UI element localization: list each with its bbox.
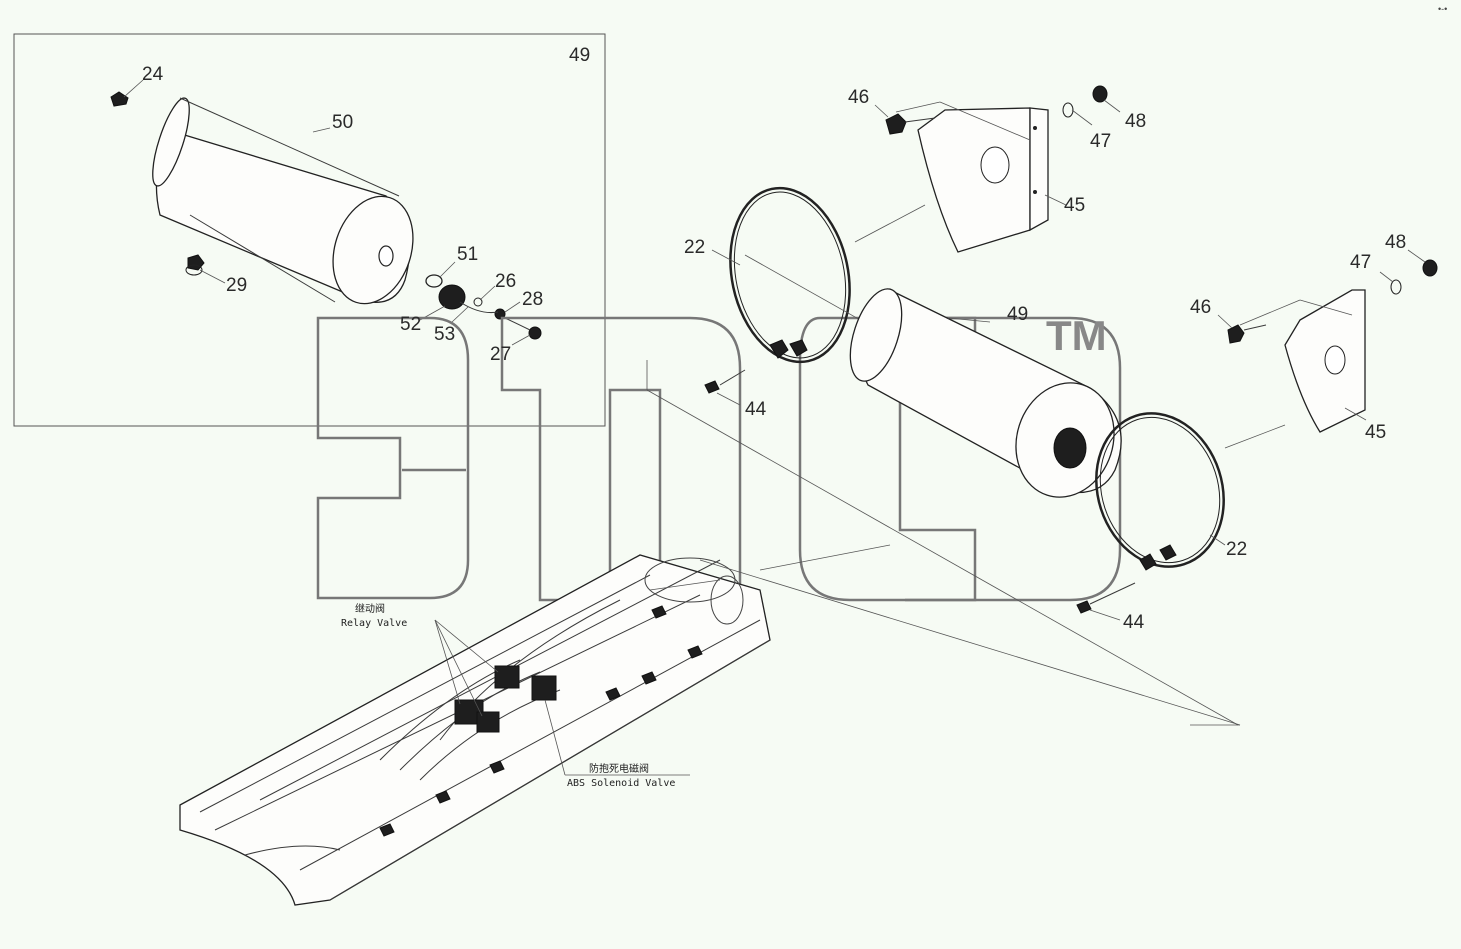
callout-29: 29 bbox=[226, 275, 247, 296]
callout-numbers: 24 50 29 51 26 28 52 53 27 46 47 48 45 2… bbox=[142, 64, 1406, 633]
drain-fittings bbox=[110, 91, 542, 340]
callout-47-lower: 47 bbox=[1350, 252, 1371, 273]
callout-53: 53 bbox=[434, 324, 455, 345]
callout-45-upper: 45 bbox=[1064, 195, 1085, 216]
corner-mark: •-• bbox=[1438, 4, 1447, 14]
inset-label: 49 bbox=[569, 45, 590, 66]
watermark-tm: TM bbox=[1046, 312, 1107, 359]
bracket-upper bbox=[874, 85, 1121, 253]
callout-27: 27 bbox=[490, 344, 511, 365]
frame-clips bbox=[379, 605, 703, 837]
callout-52: 52 bbox=[400, 314, 421, 335]
callout-24: 24 bbox=[142, 64, 164, 85]
callout-22-upper: 22 bbox=[684, 237, 705, 258]
callout-46-upper: 46 bbox=[848, 87, 869, 108]
watermark-logo bbox=[316, 316, 1122, 602]
callout-50: 50 bbox=[332, 112, 353, 133]
abs-valve-label-cn: 防抱死电磁阀 bbox=[589, 762, 649, 775]
bracket-lower bbox=[1217, 249, 1438, 433]
callout-44-upper: 44 bbox=[745, 399, 767, 420]
relay-valve-label-en: Relay Valve bbox=[341, 618, 407, 629]
inset-panel: 49 bbox=[13, 33, 606, 427]
callout-45-lower: 45 bbox=[1365, 422, 1386, 443]
callout-44-lower: 44 bbox=[1123, 612, 1145, 633]
callout-22-lower: 22 bbox=[1226, 539, 1247, 560]
relay-valve-label-cn: 继动阀 bbox=[355, 602, 385, 615]
callout-26: 26 bbox=[495, 271, 516, 292]
callout-51: 51 bbox=[457, 244, 478, 265]
chassis-labels: 继动阀 Relay Valve 防抱死电磁阀 ABS Solenoid Valv… bbox=[341, 602, 675, 789]
relay-valves bbox=[434, 619, 690, 776]
strap-lower bbox=[1076, 412, 1286, 621]
callout-47-upper: 47 bbox=[1090, 131, 1111, 152]
callout-46-lower: 46 bbox=[1190, 297, 1211, 318]
air-tank-main bbox=[849, 288, 1122, 498]
abs-valve-label-en: ABS Solenoid Valve bbox=[567, 778, 675, 789]
callout-49-main: 49 bbox=[1007, 304, 1028, 325]
air-tank-detail bbox=[152, 97, 414, 305]
callout-28: 28 bbox=[522, 289, 543, 310]
callout-48-lower: 48 bbox=[1385, 232, 1406, 253]
callout-48-upper: 48 bbox=[1125, 111, 1146, 132]
